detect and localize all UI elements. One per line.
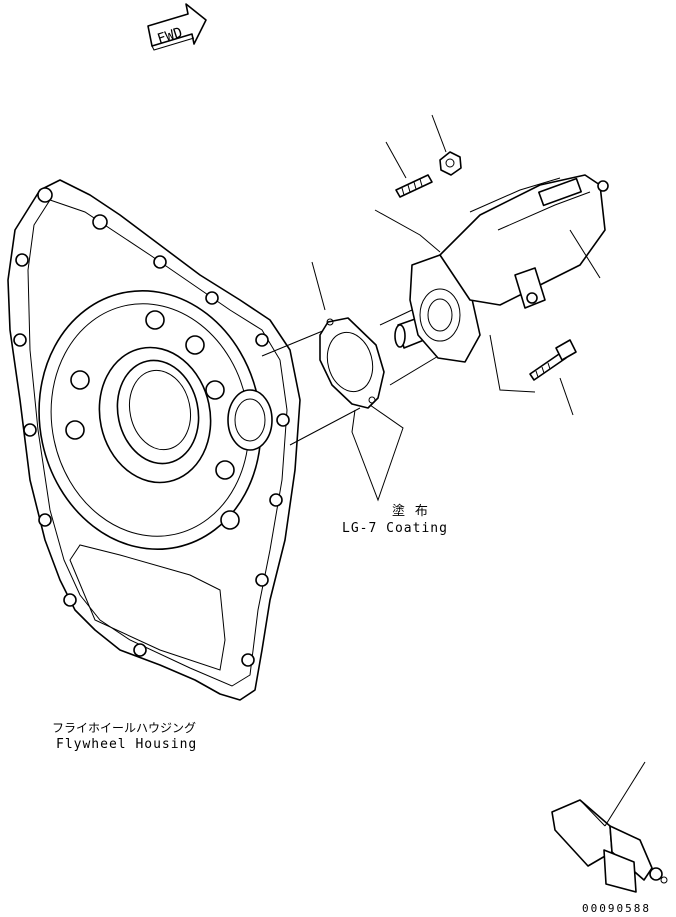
figure-number: 00090588 — [582, 902, 651, 915]
coating-label-jp: 塗 布 — [392, 504, 429, 519]
alignment-lines — [261, 309, 441, 446]
coating-leader-lines — [351, 404, 404, 502]
housing-label-en: Flywheel Housing — [56, 737, 198, 752]
flywheel-housing — [7, 179, 301, 701]
ring-bolt-bosses — [65, 310, 240, 530]
installed-starter-inset — [551, 761, 668, 893]
coating-label-en: LG-7 Coating — [342, 521, 448, 536]
fwd-label: FWD — [155, 25, 184, 48]
fwd-arrow-icon: FWD — [147, 3, 207, 51]
flange-bolt-holes — [13, 187, 290, 667]
nut — [431, 114, 462, 176]
gasket — [311, 261, 385, 409]
starter-motor — [394, 174, 609, 363]
mounting-bolt — [489, 334, 577, 416]
housing-label-jp: フライホイールハウジング — [52, 721, 197, 735]
stud-bolt — [374, 141, 441, 253]
